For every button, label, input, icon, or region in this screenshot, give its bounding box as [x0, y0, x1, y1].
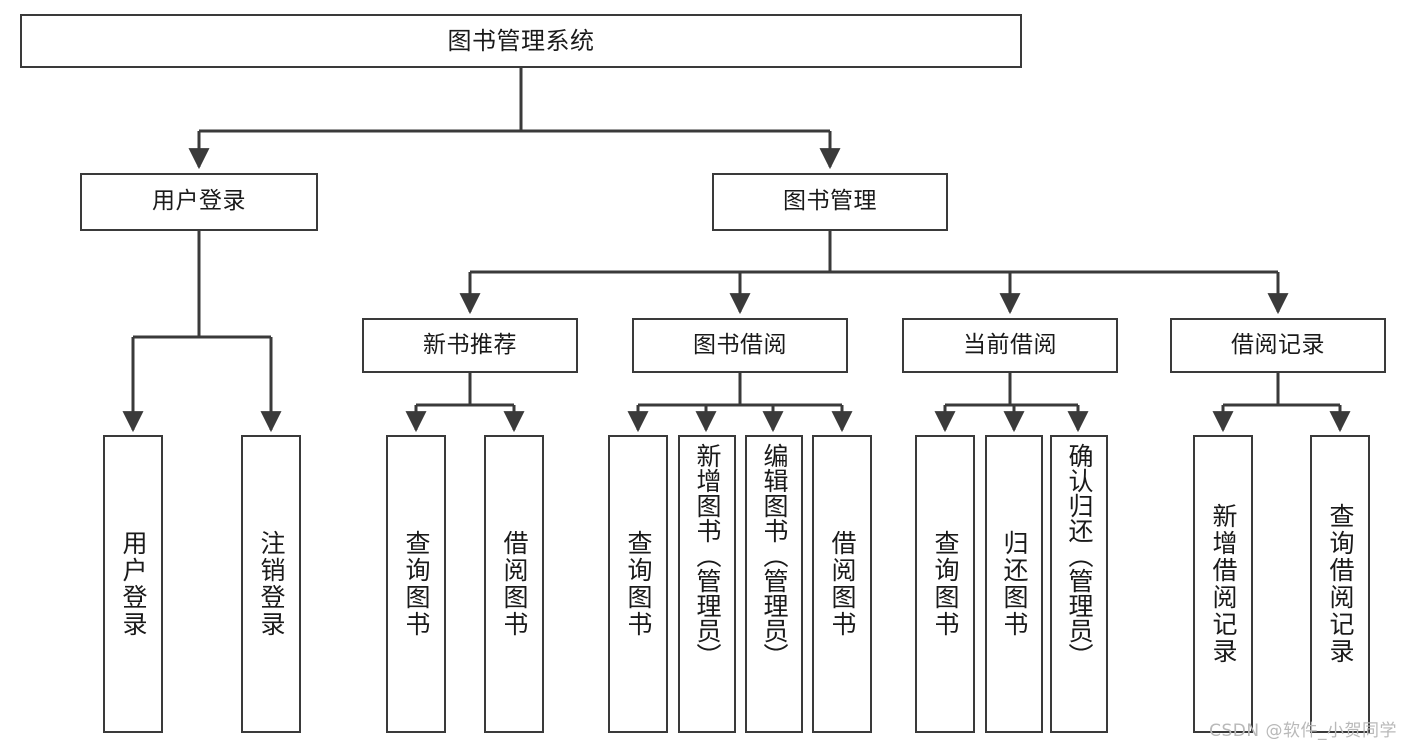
leaf-confirm-return-admin[interactable]: 确认归还（管理员）	[1050, 435, 1108, 733]
node-label: 新增图书（管理员）	[693, 443, 722, 668]
leaf-query-book-recommend[interactable]: 查询图书	[386, 435, 446, 733]
node-label: 借阅图书	[828, 530, 857, 638]
leaf-add-book-admin[interactable]: 新增图书（管理员）	[678, 435, 736, 733]
node-label: 借阅图书	[500, 530, 529, 638]
leaf-user-login[interactable]: 用户登录	[103, 435, 163, 733]
leaf-add-borrow-record[interactable]: 新增借阅记录	[1193, 435, 1253, 733]
node-label: 图书管理系统	[447, 26, 595, 55]
leaf-query-book-borrow[interactable]: 查询图书	[608, 435, 668, 733]
node-borrow-record[interactable]: 借阅记录	[1170, 318, 1386, 373]
node-book-borrow[interactable]: 图书借阅	[632, 318, 848, 373]
node-label: 编辑图书（管理员）	[760, 443, 789, 668]
node-current-borrow[interactable]: 当前借阅	[902, 318, 1118, 373]
node-label: 查询图书	[402, 530, 431, 638]
node-label: 查询图书	[931, 530, 960, 638]
node-root-book-management-system[interactable]: 图书管理系统	[20, 14, 1022, 68]
leaf-query-borrow-record[interactable]: 查询借阅记录	[1310, 435, 1370, 733]
leaf-borrow-book-borrow[interactable]: 借阅图书	[812, 435, 872, 733]
watermark-text: CSDN @软件_小贺同学	[1209, 721, 1397, 741]
node-label: 图书管理	[783, 188, 877, 215]
node-label: 注销登录	[257, 530, 286, 638]
node-label: 当前借阅	[963, 331, 1057, 358]
node-user-login[interactable]: 用户登录	[80, 173, 318, 231]
leaf-logout-login[interactable]: 注销登录	[241, 435, 301, 733]
node-label: 新增借阅记录	[1209, 503, 1238, 665]
node-label: 借阅记录	[1231, 331, 1325, 358]
leaf-borrow-book-recommend[interactable]: 借阅图书	[484, 435, 544, 733]
node-book-management[interactable]: 图书管理	[712, 173, 948, 231]
leaf-edit-book-admin[interactable]: 编辑图书（管理员）	[745, 435, 803, 733]
node-label: 图书借阅	[693, 331, 787, 358]
leaf-query-book-current[interactable]: 查询图书	[915, 435, 975, 733]
node-label: 用户登录	[152, 188, 246, 215]
node-new-book-recommend[interactable]: 新书推荐	[362, 318, 578, 373]
leaf-return-book[interactable]: 归还图书	[985, 435, 1043, 733]
node-label: 查询图书	[624, 530, 653, 638]
node-label: 用户登录	[119, 530, 148, 638]
node-label: 新书推荐	[423, 331, 517, 358]
node-label: 归还图书	[1000, 530, 1029, 638]
node-label: 查询借阅记录	[1326, 503, 1355, 665]
node-label: 确认归还（管理员）	[1065, 443, 1094, 668]
